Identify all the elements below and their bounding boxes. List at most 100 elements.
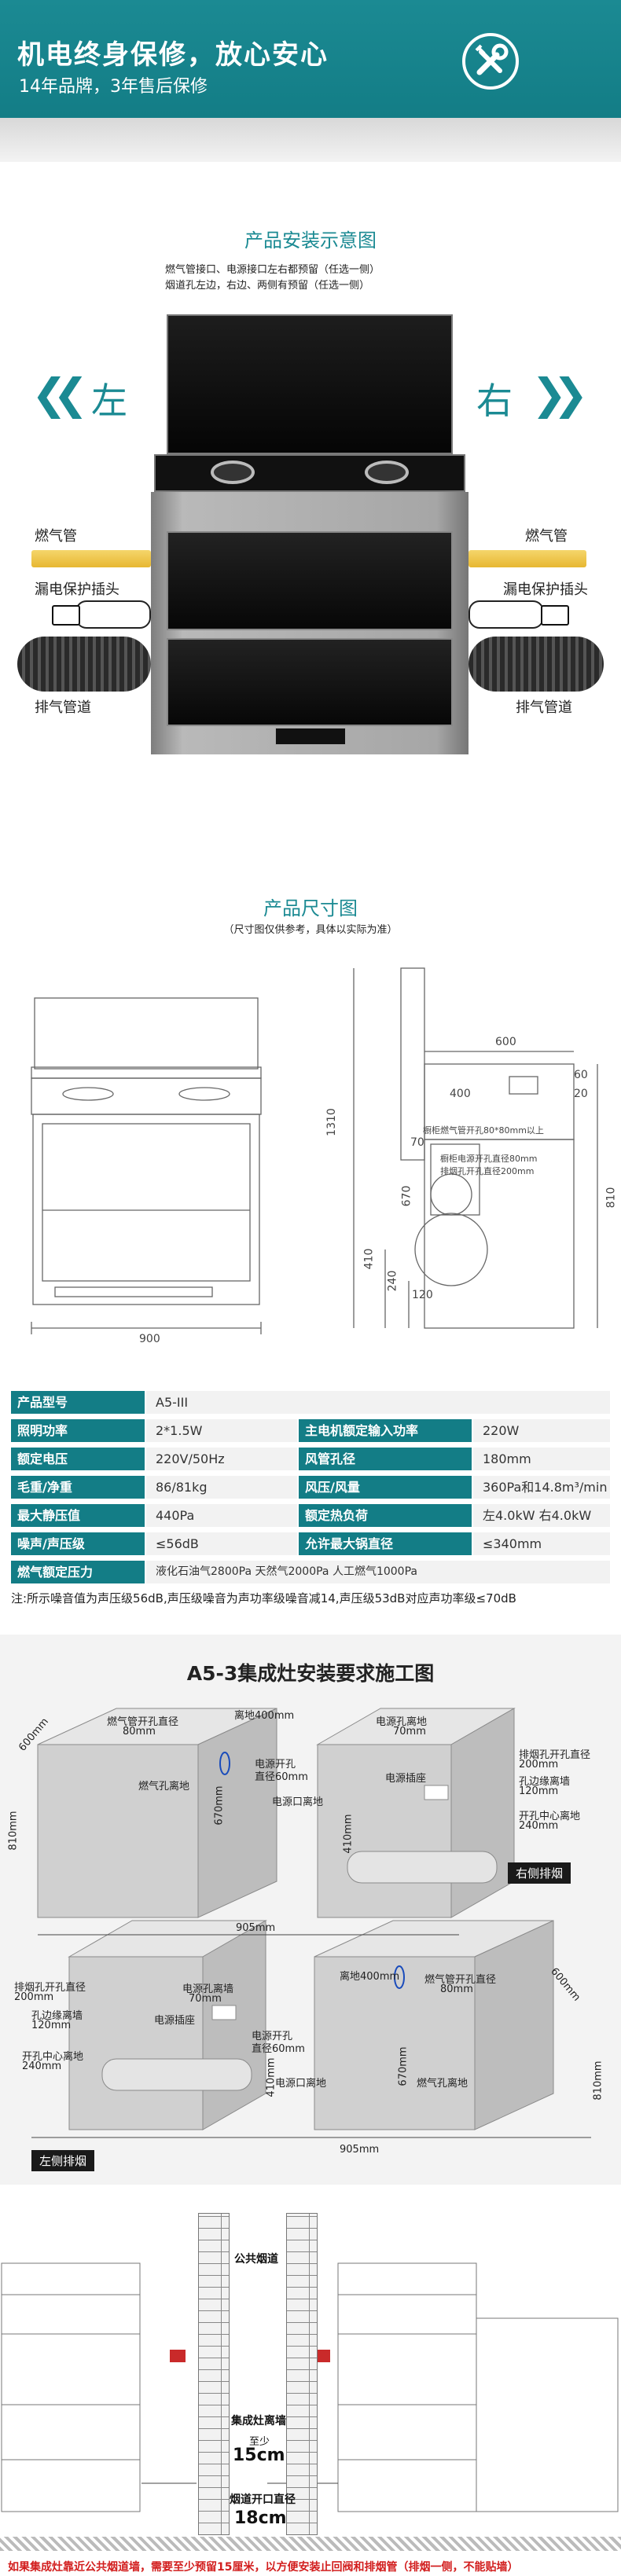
dimension-drawing: [31, 967, 598, 1334]
left-gas-label: 燃气管: [35, 528, 77, 545]
spec-key: 额定热负荷: [299, 1504, 472, 1527]
ur-duct-edge-val: 120mm: [519, 1785, 559, 1797]
install-note-1: 燃气管接口、电源接口左右都预留（任选一侧）: [165, 264, 380, 276]
spec-row-model: 产品型号 A5-III: [11, 1391, 610, 1414]
dim-side-400: 400: [450, 1088, 471, 1100]
ur-duct-center-val: 240mm: [519, 1820, 559, 1832]
tools-icon: [462, 33, 519, 90]
spec-key: 毛重/净重: [11, 1476, 145, 1499]
header-strip: [0, 118, 621, 162]
left-cable: [75, 600, 151, 629]
gap-value: 15cm: [233, 2446, 285, 2465]
lr-h810: 810mm: [592, 2060, 604, 2101]
spec-key: 照明功率: [11, 1419, 145, 1442]
spec-value: A5-III: [146, 1391, 610, 1414]
flue-wall-right: [286, 2213, 318, 2535]
left-chevrons-icon: ❮❮: [31, 369, 88, 419]
stove-gap-label: 集成灶离墙: [231, 2415, 286, 2427]
dim-side-810: 810: [604, 1187, 618, 1209]
spec-key: 主电机额定输入功率: [299, 1419, 472, 1442]
ll-duct-hole: 排烟孔开孔直径: [14, 1982, 86, 1994]
left-plug-label: 漏电保护插头: [35, 582, 119, 598]
flue-wall-left: [198, 2213, 230, 2535]
dim-side-670: 670: [400, 1185, 413, 1207]
ll-power-socket: 电源插座: [154, 2015, 196, 2027]
spec-value: 360Pa和14.8m³/min: [473, 1476, 610, 1499]
stove-cooktop: [154, 454, 465, 492]
banner-title: 机电终身保修，放心安心: [17, 39, 329, 71]
dim-side-240: 240: [386, 1270, 399, 1292]
ur-power-hole: 电源开孔: [255, 1759, 296, 1771]
install-note-2: 烟道孔左边，右边、两侧有预留（任选一侧）: [165, 280, 370, 292]
flue-diameter-value: 18cm: [234, 2508, 287, 2528]
ul-gas-hole-val: 80mm: [123, 1726, 156, 1738]
ll-duct-edge-val: 120mm: [31, 2020, 72, 2031]
spec-key: 额定电压: [11, 1448, 145, 1470]
floor: [0, 2537, 621, 2551]
dim-side-410: 410: [362, 1248, 376, 1270]
public-flue-label: 公共烟道: [234, 2253, 278, 2266]
construction-width-bottom: 905mm: [340, 2144, 380, 2156]
ur-power-floor: 电源孔离地: [376, 1716, 428, 1728]
spec-key: 风管孔径: [299, 1448, 472, 1470]
ll-duct-center-val: 240mm: [22, 2060, 62, 2072]
spec-value: 180mm: [473, 1448, 610, 1470]
dimension-note: （尺寸图仅供参考，具体以实际为准）: [223, 924, 398, 936]
ur-duct-edge: 孔边缘离墙: [519, 1776, 571, 1788]
spec-value: ≤340mm: [473, 1532, 610, 1555]
lr-h670: 670mm: [397, 2046, 410, 2086]
dim-side-note-3: 排烟孔开孔直径200mm: [440, 1166, 535, 1176]
dim-front-height: 1310: [325, 1108, 338, 1136]
right-plug-label: 漏电保护插头: [503, 582, 588, 598]
ur-duct-center: 开孔中心离地: [519, 1811, 581, 1822]
spec-row: 噪声/声压级 ≤56dB 允许最大锅直径 ≤340mm: [11, 1532, 610, 1555]
lr-gas-hole-val: 80mm: [440, 1983, 473, 1995]
spec-value: 220V/50Hz: [146, 1448, 297, 1470]
right-exhaust-label: 排气管道: [516, 699, 572, 716]
left-gas-pipe: [31, 550, 151, 567]
right-word: 右: [476, 380, 513, 422]
spec-value: 86/81kg: [146, 1476, 297, 1499]
ll-duct-hole-val: 200mm: [14, 1991, 54, 2003]
spec-row-gas-pressure: 燃气额定压力 液化石油气2800Pa 天然气2000Pa 人工燃气1000Pa: [11, 1561, 610, 1583]
install-title: 产品安装示意图: [244, 229, 377, 251]
ll-power-mouth: 电源口离地: [275, 2078, 327, 2090]
dim-front-width: 900: [139, 1333, 160, 1345]
ll-power-floor-val: 70mm: [189, 1993, 222, 2005]
ul-gas-hole: 燃气管开孔直径: [107, 1716, 179, 1728]
banner-subtitle: 14年品牌，3年售后保修: [19, 77, 208, 97]
stove-hood-panel: [167, 314, 453, 454]
ur-power-mouth: 电源口离地: [272, 1796, 324, 1808]
spec-key: 允许最大锅直径: [299, 1532, 472, 1555]
at-least-label: 至少: [248, 2436, 270, 2448]
dim-side-20: 20: [574, 1088, 588, 1100]
spec-value: 液化石油气2800Pa 天然气2000Pa 人工燃气1000Pa: [146, 1561, 610, 1583]
ll-duct-edge: 孔边缘离墙: [31, 2010, 83, 2022]
ul-gas-height: 离地400mm: [234, 1710, 295, 1722]
right-gas-label: 燃气管: [525, 528, 568, 545]
dim-side-120: 120: [412, 1289, 433, 1301]
dim-side-70: 70: [410, 1136, 424, 1149]
installation-side-view: [1, 2262, 619, 2512]
spec-value: 左4.0kW 右4.0kW: [473, 1504, 610, 1527]
flue-diameter-label: 烟道开口直径: [230, 2493, 296, 2506]
spec-row: 照明功率 2*1.5W 主电机额定输入功率 220W: [11, 1419, 610, 1442]
spec-value: 220W: [473, 1419, 610, 1442]
ul-gas-floor: 燃气孔离地: [138, 1781, 190, 1793]
left-exhaust-label: 排气管道: [35, 699, 91, 716]
ll-duct-center: 开孔中心离地: [22, 2051, 84, 2063]
spec-value: ≤56dB: [146, 1532, 297, 1555]
spec-key: 噪声/声压级: [11, 1532, 145, 1555]
ll-power-floor: 电源孔离墙: [182, 1983, 234, 1995]
ur-duct-hole: 排烟孔开孔直径: [519, 1749, 591, 1761]
dim-side-note-2: 橱柜电源开孔直径80mm: [440, 1154, 538, 1164]
spec-row: 最大静压值 440Pa 额定热负荷 左4.0kW 右4.0kW: [11, 1504, 610, 1527]
stove-door-upper: [167, 531, 453, 630]
control-panel: [275, 728, 346, 745]
spec-note: 注:所示噪音值为声压级56dB,声压级噪音为声功率级噪音减14,声压级53dB对…: [11, 1591, 516, 1605]
construction-drawing: [31, 1708, 591, 2138]
spec-key: 燃气额定压力: [11, 1561, 145, 1583]
construction-title: A5-3集成灶安装要求施工图: [186, 1662, 435, 1685]
left-word: 左: [91, 380, 127, 422]
spec-value: 440Pa: [146, 1504, 297, 1527]
